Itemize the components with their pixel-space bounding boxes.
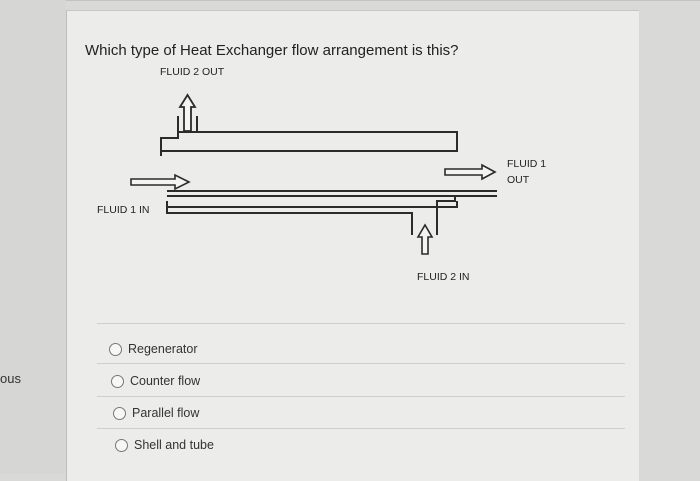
radio-button[interactable]	[115, 438, 128, 452]
option-separator	[97, 323, 625, 324]
option-shell-and-tube[interactable]: Shell and tube	[115, 435, 214, 455]
fluid1-in-label: FLUID 1 IN	[97, 204, 150, 216]
option-label: Counter flow	[130, 374, 201, 388]
left-panel-edge	[0, 0, 66, 474]
option-separator	[97, 428, 625, 429]
radio-button[interactable]	[109, 342, 122, 356]
question-text: Which type of Heat Exchanger flow arrang…	[85, 42, 459, 59]
fluid1-out-arrow	[444, 163, 497, 181]
fluid2-in-arrow	[416, 223, 434, 255]
fluid1-in-arrow	[130, 173, 191, 191]
option-parallel-flow[interactable]: Parallel flow	[113, 403, 199, 423]
fluid2-out-nozzle	[177, 116, 198, 132]
fluid2-in-label: FLUID 2 IN	[417, 271, 470, 283]
heat-exchanger-diagram	[130, 93, 497, 255]
shell-bottom-inner	[167, 201, 458, 208]
option-label: Parallel flow	[132, 406, 200, 420]
option-counter-flow[interactable]: Counter flow	[111, 371, 200, 391]
fluid2-out-label: FLUID 2 OUT	[160, 66, 225, 78]
top-divider	[66, 0, 700, 1]
radio-button[interactable]	[111, 374, 124, 388]
fluid2-out-arrow	[178, 93, 197, 132]
option-separator	[97, 396, 625, 397]
radio-button[interactable]	[113, 406, 126, 420]
option-label: Regenerator	[128, 342, 198, 356]
question-card: Which type of Heat Exchanger flow arrang…	[66, 10, 639, 481]
fluid1-out-label-line1: FLUID 1	[507, 158, 547, 170]
option-separator	[97, 363, 625, 364]
previous-button-label[interactable]: ous	[0, 371, 21, 386]
option-regenerator[interactable]: Regenerator	[109, 339, 198, 359]
shell-top-wall	[160, 131, 458, 156]
fluid1-out-label-line2: OUT	[507, 174, 530, 186]
shell-bottom-wall-2	[436, 196, 456, 235]
option-label: Shell and tube	[134, 438, 214, 452]
